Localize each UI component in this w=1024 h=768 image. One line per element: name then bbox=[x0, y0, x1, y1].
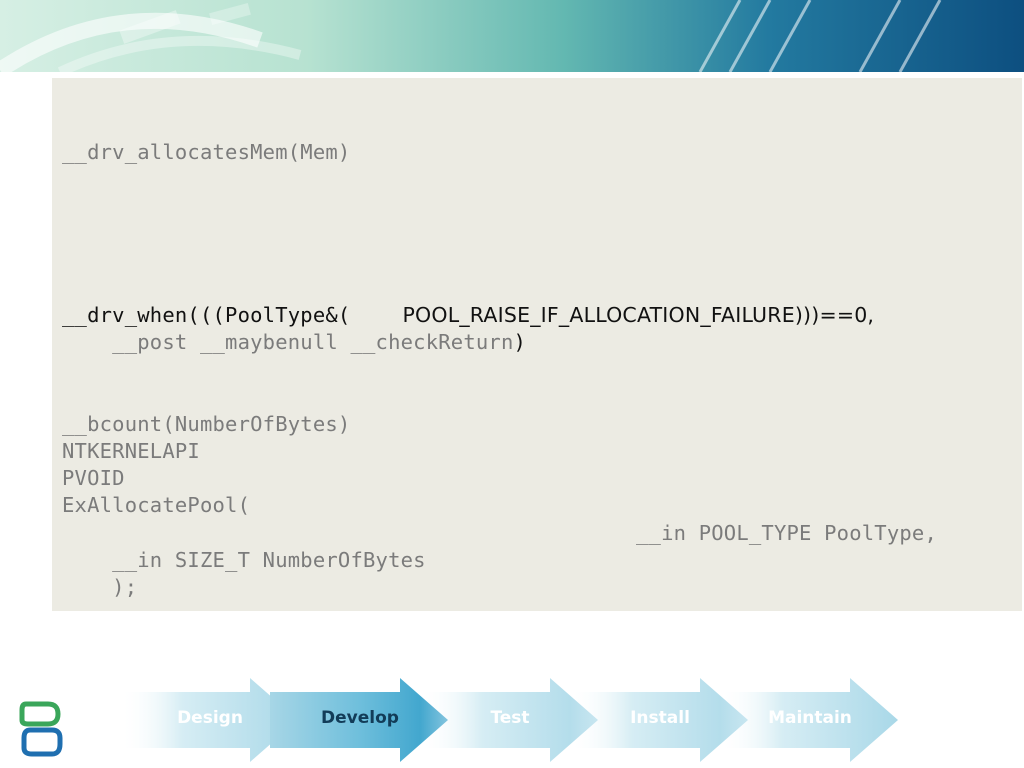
code-line-2-part-b: POOL_RAISE_IF_ALLOCATION_FAILURE)))==0, bbox=[402, 303, 875, 327]
code-line-3: __post __maybenull __checkReturn) bbox=[62, 330, 526, 354]
code-line-7: ExAllocatePool( bbox=[62, 493, 251, 517]
code-line-10: ); bbox=[62, 575, 138, 599]
code-line-3-part-b: ) bbox=[513, 330, 527, 354]
logo-icon bbox=[18, 700, 64, 762]
step-label-design: Design bbox=[177, 708, 243, 728]
code-line-5: NTKERNELAPI bbox=[62, 439, 200, 463]
code-line-2-part-a: __drv_when(((PoolType&( bbox=[62, 303, 351, 327]
header-banner bbox=[0, 0, 1024, 72]
step-label-develop: Develop bbox=[321, 708, 399, 728]
code-line-2: __drv_when(((PoolType&( POOL_RAISE_IF_ALL… bbox=[62, 303, 874, 327]
step-install: Install bbox=[570, 678, 750, 762]
banner-decoration bbox=[0, 0, 942, 72]
step-design: Design bbox=[120, 678, 300, 762]
code-line-8: __in POOL_TYPE PoolType, bbox=[636, 521, 938, 545]
step-test: Test bbox=[420, 678, 600, 762]
code-line-3-part-a: __post __maybenull __checkReturn bbox=[62, 330, 514, 354]
step-label-test: Test bbox=[490, 708, 530, 728]
code-line-4: __bcount(NumberOfBytes) bbox=[62, 412, 351, 436]
step-label-maintain: Maintain bbox=[768, 708, 852, 728]
step-develop: Develop bbox=[270, 678, 450, 762]
code-line-9: __in SIZE_T NumberOfBytes bbox=[62, 548, 426, 572]
process-flow: Design Develop Test Install bbox=[120, 678, 910, 762]
code-panel: __drv_allocatesMem(Mem) __drv_when(((Poo… bbox=[52, 78, 1022, 611]
code-line-6: PVOID bbox=[62, 466, 125, 490]
code-line-1: __drv_allocatesMem(Mem) bbox=[62, 140, 351, 164]
step-label-install: Install bbox=[630, 708, 690, 728]
step-maintain: Maintain bbox=[720, 678, 900, 762]
